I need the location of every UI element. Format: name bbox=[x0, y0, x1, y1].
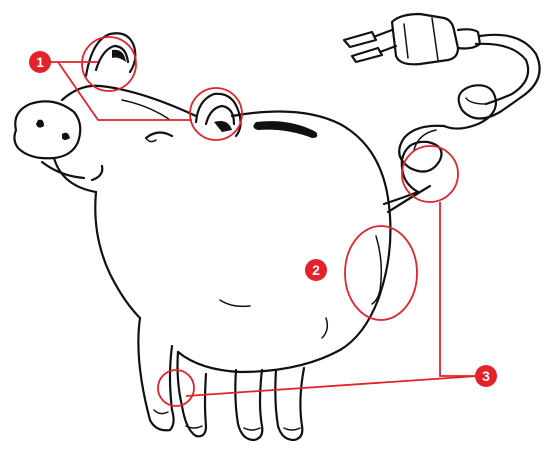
leader-line-1 bbox=[46, 62, 192, 120]
callout-ring-cord bbox=[402, 146, 458, 202]
leader-line-3b bbox=[186, 376, 478, 396]
callout-badge-3: 3 bbox=[475, 365, 497, 387]
power-cord-tail bbox=[384, 35, 540, 212]
pig-legs bbox=[138, 318, 304, 440]
callout-ring-hoof bbox=[158, 370, 194, 406]
callout-badge-1: 1 bbox=[29, 51, 51, 73]
callout-badge-1-label: 1 bbox=[36, 54, 44, 70]
callout-ring-ear-left bbox=[82, 37, 136, 91]
plug-icon bbox=[344, 14, 480, 64]
callout-badge-2-label: 2 bbox=[312, 262, 320, 278]
callout-badge-3-label: 3 bbox=[482, 368, 490, 384]
callout-badge-2: 2 bbox=[305, 259, 327, 281]
leader-line-3a bbox=[440, 202, 478, 376]
